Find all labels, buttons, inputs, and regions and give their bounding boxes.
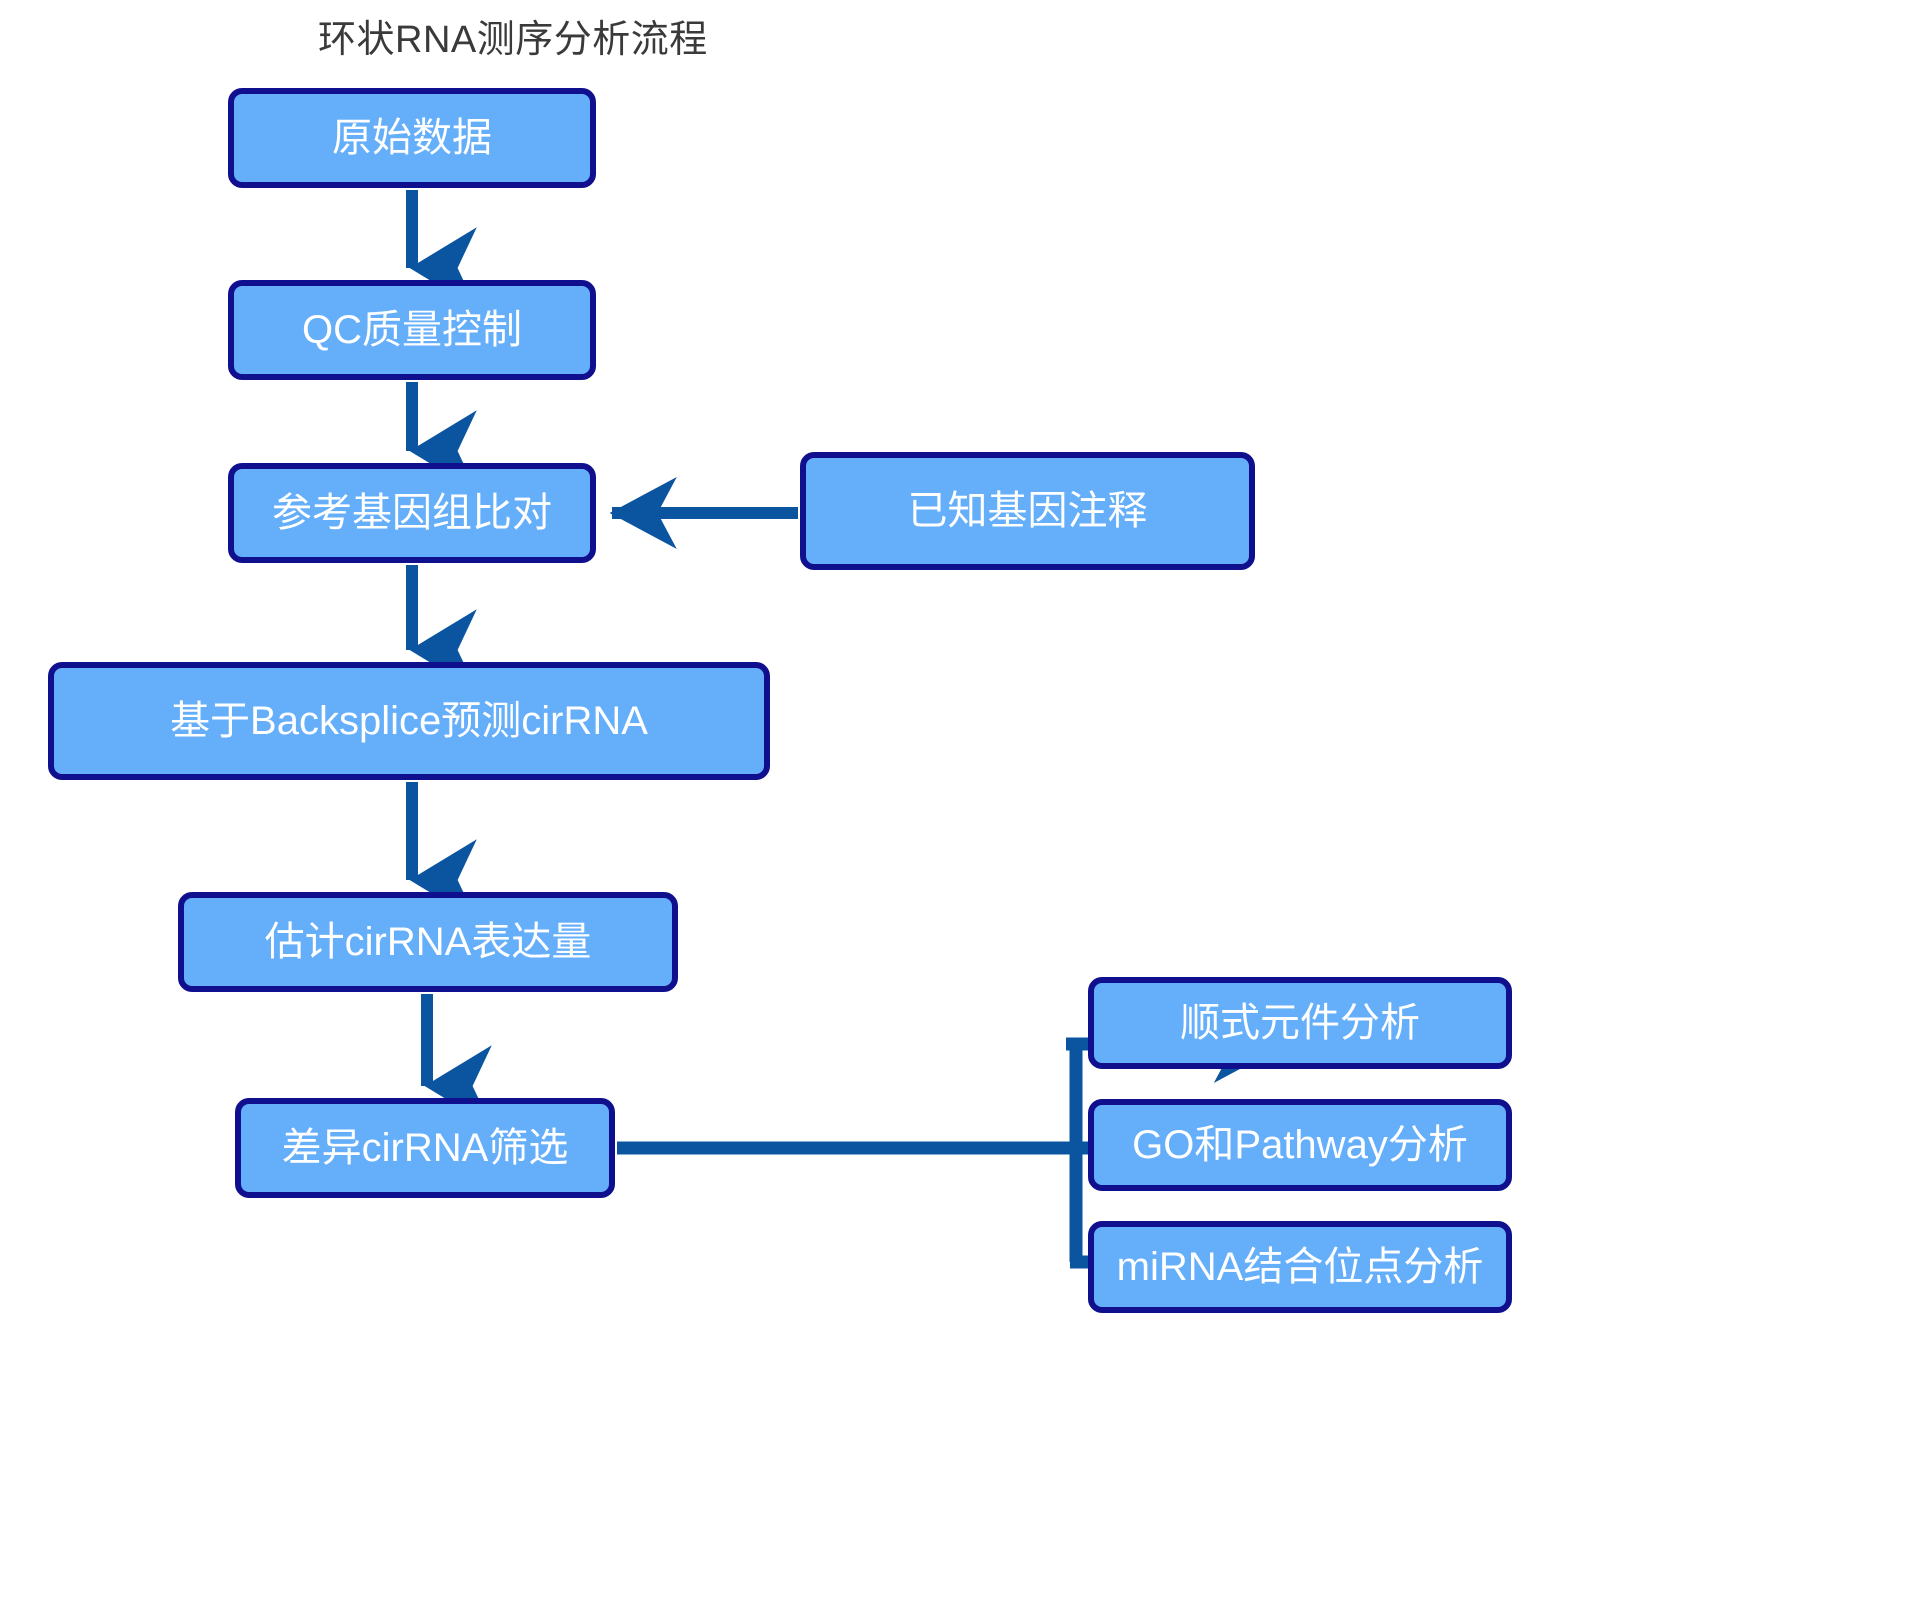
node-qc[interactable]: QC质量控制 [228,280,596,380]
node-label-mirna-binding-site-analysis: miRNA结合位点分析 [1116,1245,1484,1289]
node-label-backsplice-prediction: 基于Backsplice预测cirRNA [170,699,648,743]
node-go-pathway-analysis[interactable]: GO和Pathway分析 [1088,1099,1512,1191]
node-label-raw-data: 原始数据 [332,116,492,160]
node-label-qc: QC质量控制 [302,308,522,352]
node-label-genome-alignment: 参考基因组比对 [272,491,552,535]
node-label-go-pathway-analysis: GO和Pathway分析 [1132,1123,1468,1167]
node-cis-element-analysis[interactable]: 顺式元件分析 [1088,977,1512,1069]
node-backsplice-prediction[interactable]: 基于Backsplice预测cirRNA [48,662,770,780]
node-label-differential-screening: 差异cirRNA筛选 [281,1126,569,1170]
diagram-title: 环状RNA测序分析流程 [318,19,708,61]
node-label-known-gene-annotation: 已知基因注释 [907,489,1148,533]
node-label-cis-element-analysis: 顺式元件分析 [1180,1001,1420,1045]
node-known-gene-annotation[interactable]: 已知基因注释 [800,452,1255,570]
node-differential-screening[interactable]: 差异cirRNA筛选 [235,1098,615,1198]
node-mirna-binding-site-analysis[interactable]: miRNA结合位点分析 [1088,1221,1512,1313]
node-genome-alignment[interactable]: 参考基因组比对 [228,463,596,563]
node-raw-data[interactable]: 原始数据 [228,88,596,188]
node-label-expression-quantification: 估计cirRNA表达量 [264,920,592,964]
node-expression-quantification[interactable]: 估计cirRNA表达量 [178,892,678,992]
